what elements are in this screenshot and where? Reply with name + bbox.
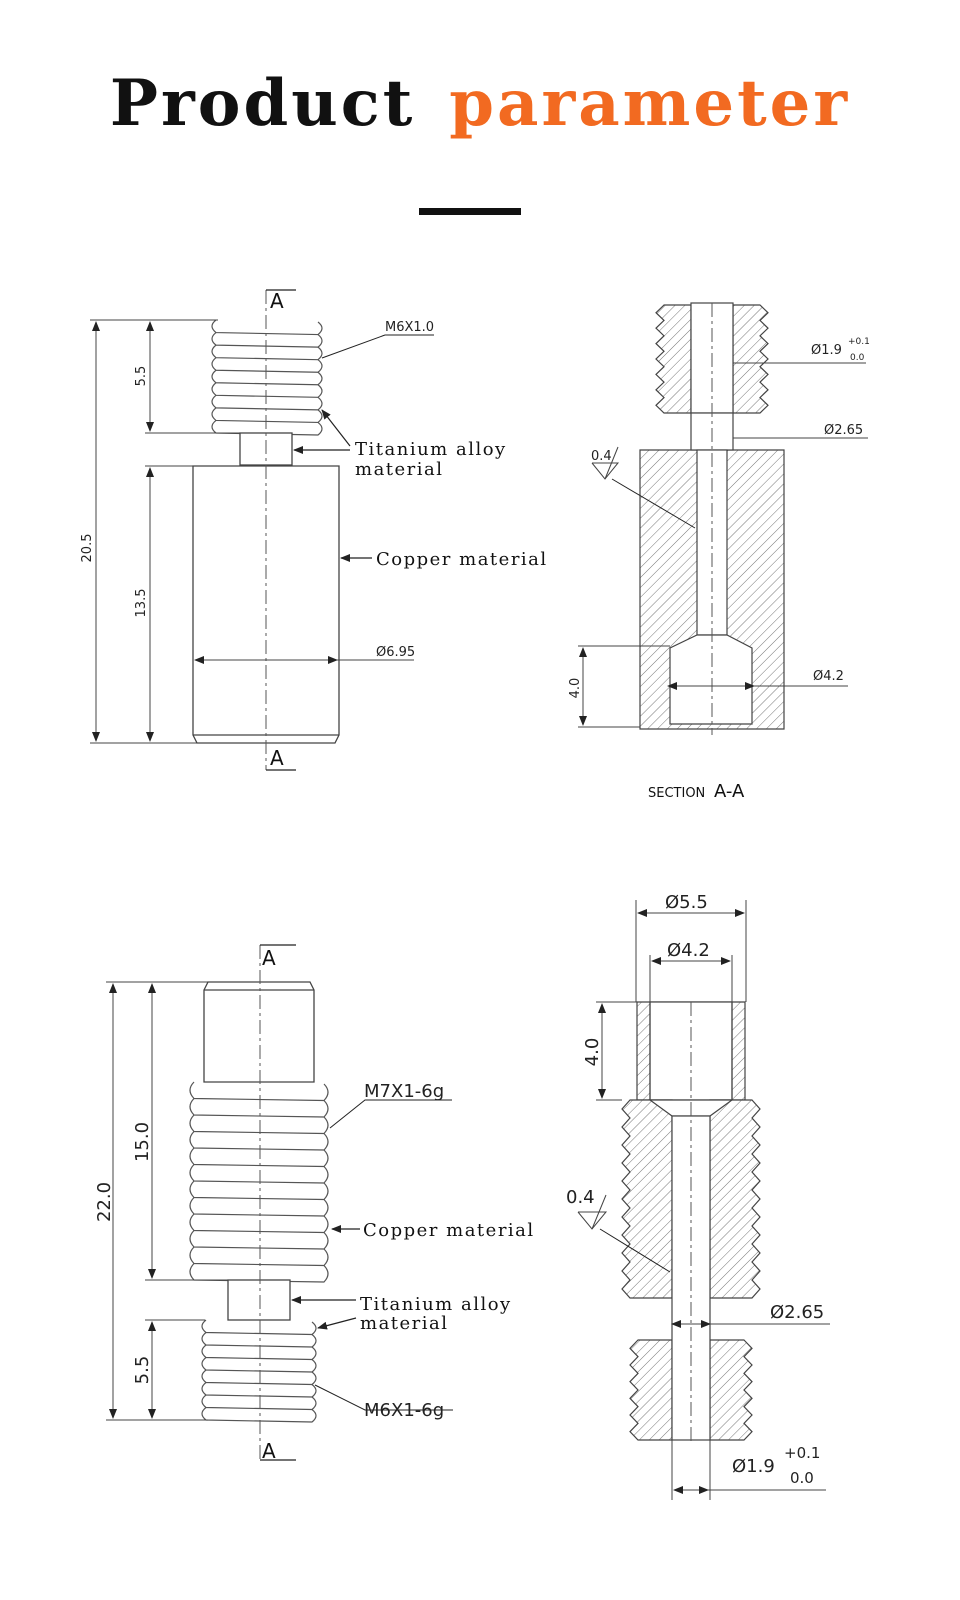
label-copper-1: Copper material [376, 549, 548, 570]
thread-m6-top [211, 319, 323, 436]
heatbreak-1-side-view [90, 289, 434, 771]
thread-spec-large-2: M7X1-6g [364, 1081, 444, 1102]
section2-tol-plus: +0.1 [784, 1444, 820, 1462]
section1-tol-plus: +0.1 [848, 337, 870, 347]
section2-counterbore-dia: Ø4.2 [667, 940, 710, 961]
section-mark-bottom-1: A [270, 746, 284, 770]
section2-bore-dia: Ø1.9 [732, 1456, 775, 1477]
section1-neck-dia: Ø2.65 [824, 423, 863, 438]
title-underline [419, 208, 521, 215]
section2-tol-zero: 0.0 [790, 1469, 814, 1487]
heatbreak-2-section-view [577, 900, 830, 1500]
dim-thread-large-2: 15.0 [132, 1122, 153, 1162]
section2-counterbore-depth: 4.0 [582, 1038, 603, 1067]
heatbreak-1-section-view [578, 302, 868, 735]
heatbreak-2-side-view [106, 944, 453, 1461]
label-copper-2: Copper material [363, 1220, 535, 1241]
section2-neck-dia: Ø2.65 [770, 1302, 824, 1323]
label-titanium-1a: Titanium alloy [355, 439, 507, 460]
dim-thread-small-2: 5.5 [132, 1356, 153, 1385]
section-label-name: A-A [714, 781, 745, 802]
thread-spec-small-2: M6X1-6g [364, 1400, 444, 1421]
dim-thread-length-1: 5.5 [134, 366, 149, 387]
section1-roughness: 0.4 [591, 449, 612, 464]
dim-body-diameter-1: Ø6.95 [376, 645, 415, 660]
title-word-product: Product [109, 66, 416, 141]
label-titanium-2a: Titanium alloy [360, 1294, 512, 1315]
section-mark-top-1: A [270, 289, 284, 313]
label-titanium-2b: material [360, 1313, 449, 1334]
section-mark-bottom-2: A [262, 1439, 276, 1463]
dim-total-length-2: 22.0 [94, 1182, 115, 1222]
section1-bore-dia: Ø1.9 [811, 343, 842, 358]
section1-tol-zero: 0.0 [850, 353, 865, 363]
section2-roughness: 0.4 [566, 1187, 595, 1208]
section2-outer-dia: Ø5.5 [665, 892, 708, 913]
thread-spec-1: M6X1.0 [385, 320, 434, 335]
label-titanium-1b: material [355, 459, 444, 480]
section1-counterbore-dia: Ø4.2 [813, 669, 844, 684]
section-label-prefix: SECTION [648, 786, 705, 801]
section1-counterbore-depth: 4.0 [568, 678, 583, 699]
section-mark-top-2: A [262, 946, 276, 970]
dim-total-length-1: 20.5 [80, 534, 95, 563]
dim-body-length-1: 13.5 [134, 589, 149, 618]
title-word-parameter: parameter [449, 66, 851, 141]
